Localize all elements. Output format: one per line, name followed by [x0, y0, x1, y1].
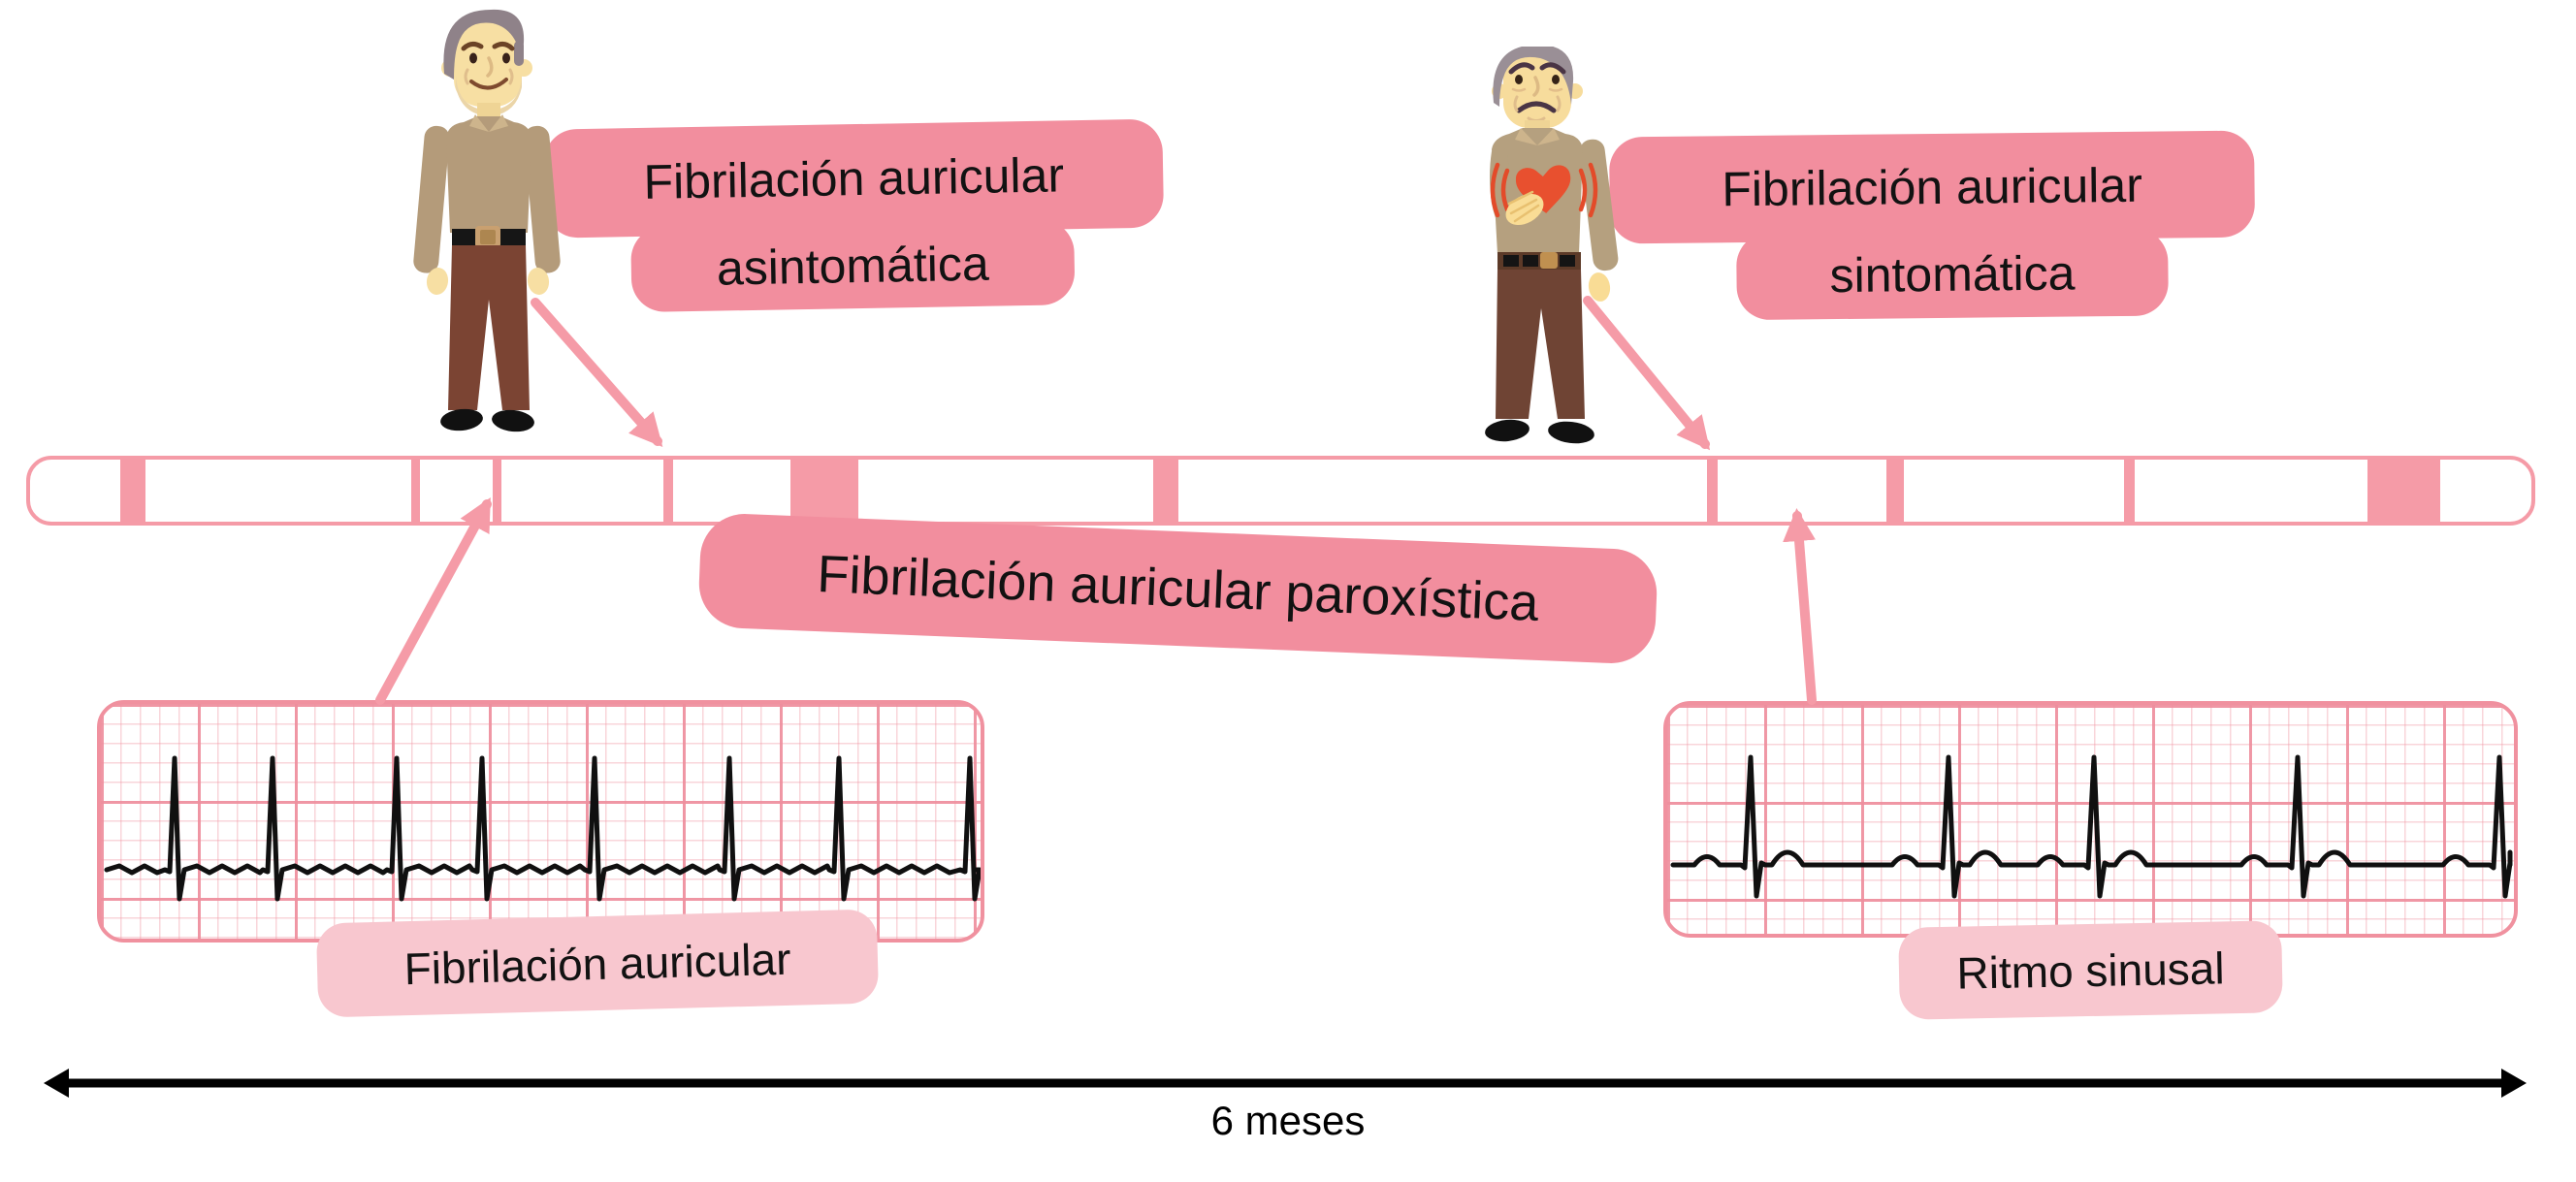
sinus-trace	[1670, 754, 2513, 899]
paroxysmal-af-label: Fibrilación auricular paroxística	[697, 512, 1658, 665]
af-episode-segment	[493, 460, 501, 522]
pink-connector-arrow	[375, 496, 492, 705]
asymptomatic-bubble-line2: asintomática	[630, 219, 1076, 313]
af-episode-segment	[1153, 460, 1178, 522]
symptomatic-bubble-line1: Fibrilación auricular	[1608, 130, 2256, 244]
paroxysmal-af-label-text: Fibrilación auricular paroxística	[816, 545, 1540, 632]
asymptomatic-man-illustration	[413, 9, 561, 432]
af-episode-segment	[2367, 460, 2440, 522]
ecg-strip-sinus-rhythm	[1663, 701, 2518, 938]
af-caption-text: Fibrilación auricular	[402, 933, 792, 994]
sinus-caption-text: Ritmo sinusal	[1955, 942, 2226, 999]
af-caption: Fibrilación auricular	[315, 909, 880, 1018]
pink-connector-arrow	[1783, 508, 1817, 705]
af-episode-segment	[120, 460, 145, 522]
af-episode-segment	[2124, 460, 2135, 522]
af-episode-segment	[663, 460, 673, 522]
axis-arrowhead	[2501, 1069, 2527, 1098]
timeline-bar	[26, 456, 2535, 526]
af-episode-segment	[790, 460, 858, 522]
axis-arrowhead	[44, 1069, 69, 1098]
af-episode-segment	[1707, 460, 1718, 522]
af-trace	[104, 755, 981, 902]
symptomatic-man-illustration	[1485, 47, 1619, 444]
af-episode-segment	[1886, 460, 1904, 522]
time-axis-arrow	[44, 1069, 2527, 1098]
af-episode-segment	[411, 460, 420, 522]
symptomatic-bubble-line2: sintomática	[1736, 228, 2169, 321]
ecg-strip-atrial-fibrillation	[97, 700, 984, 942]
sinus-caption: Ritmo sinusal	[1898, 920, 2283, 1020]
symptomatic-bubble: Fibrilación auricular sintomática	[1608, 130, 2261, 327]
time-span-label: 6 meses	[1210, 1098, 1366, 1143]
asymptomatic-bubble-line1: Fibrilación auricular	[543, 118, 1165, 239]
asymptomatic-bubble: Fibrilación auricular asintomática	[543, 118, 1176, 323]
